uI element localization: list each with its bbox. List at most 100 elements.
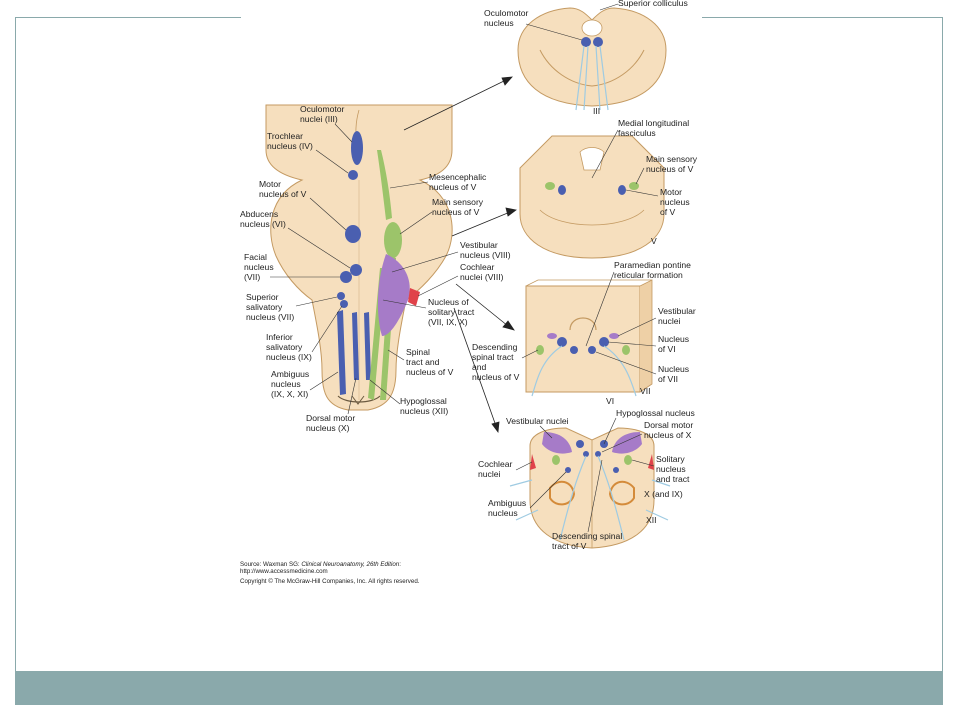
- label-sup-saliv-1: Superior: [246, 292, 279, 302]
- source-line1-prefix: Source: Waxman SG:: [240, 561, 301, 568]
- label-facial-2: nucleus: [244, 262, 274, 272]
- label-motor-v-1: Motor: [259, 179, 281, 189]
- sec-med-nerve-xii: XII: [646, 515, 657, 525]
- sec-pl-desc-4: nucleus of V: [472, 372, 520, 382]
- sec-mid-nerve: III: [593, 106, 600, 116]
- sec-med-solitary-1: Solitary: [656, 454, 685, 464]
- section-arrows: [403, 76, 517, 434]
- label-vestibular-1: Vestibular: [460, 240, 498, 250]
- sec-pl-nerve-vi: VI: [606, 396, 614, 406]
- label-main-sensory-1: Main sensory: [432, 197, 484, 207]
- label-ambiguus-1: Ambiguus: [271, 369, 309, 379]
- top-rule-right: [702, 17, 943, 18]
- label-mesencephalic-1: Mesencephalic: [429, 172, 487, 182]
- sec-med-ambiguus-2: nucleus: [488, 508, 518, 518]
- source-line2: http://www.accessmedicine.com: [240, 568, 328, 575]
- sec-pl-desc-1: Descending: [472, 342, 518, 352]
- label-facial-3: (VII): [244, 272, 260, 282]
- hypoglossal-column: [364, 312, 371, 380]
- label-trochlear-2: nucleus (IV): [267, 141, 313, 151]
- svg-text:Source: Waxman SG: Clinical Ne: Source: Waxman SG: Clinical Neuroanatomy…: [240, 561, 401, 568]
- sec-med-solitary-3: and tract: [656, 474, 690, 484]
- label-solitary-2: solitary tract: [428, 307, 475, 317]
- sec-pl-desc-3: and: [472, 362, 487, 372]
- label-inf-saliv-1: Inferior: [266, 332, 293, 342]
- label-solitary-1: Nucleus of: [428, 297, 469, 307]
- sec-med-cochlear-2: nuclei: [478, 469, 501, 479]
- source-credit: Source: Waxman SG: Clinical Neuroanatomy…: [240, 561, 420, 585]
- section-medulla: Vestibular nuclei Hypoglossal nucleus Do…: [478, 408, 695, 551]
- superior-salivatory-shape: [337, 292, 345, 300]
- sec-med-dorsal-motor-1: Dorsal motor: [644, 420, 693, 430]
- brainstem-dorsal-view: [265, 104, 453, 411]
- label-oculomotor-nuclei-2: nuclei (III): [300, 114, 338, 124]
- label-motor-v-2: nucleus of V: [259, 189, 307, 199]
- sec-pl-nucleus-vi-2: of VI: [658, 344, 676, 354]
- sec-pl-nucleus-vi-1: Nucleus: [658, 334, 689, 344]
- label-ambiguus-3: (IX, X, XI): [271, 389, 308, 399]
- sec-pl-desc-2: spinal tract: [472, 352, 514, 362]
- sec-pu-mlf-2: fasciculus: [618, 128, 656, 138]
- label-sup-saliv-3: nucleus (VII): [246, 312, 294, 322]
- label-dorsal-motor-1: Dorsal motor: [306, 413, 355, 423]
- dorsal-motor-column: [352, 312, 359, 380]
- facial-nucleus-shape: [340, 271, 352, 283]
- sec-mid-superior-colliculus: Superior colliculus: [618, 0, 688, 8]
- footer-band: [16, 671, 942, 704]
- label-sup-saliv-2: salivatory: [246, 302, 283, 312]
- label-cochlear-2: nuclei (VIII): [460, 272, 504, 282]
- top-rule-left: [15, 17, 241, 18]
- label-inf-saliv-3: nucleus (IX): [266, 352, 312, 362]
- sec-mid-oculomotor-1: Oculomotor: [484, 8, 529, 18]
- label-cochlear-1: Cochlear: [460, 262, 495, 272]
- slide-frame: [15, 17, 943, 705]
- label-vestibular-2: nucleus (VIII): [460, 250, 511, 260]
- sec-med-ambiguus-1: Ambiguus: [488, 498, 526, 508]
- sec-pu-nerve: V: [651, 236, 657, 246]
- oculomotor-nuclei-shape: [351, 131, 363, 165]
- label-inf-saliv-2: salivatory: [266, 342, 303, 352]
- label-solitary-3: (VII, IX, X): [428, 317, 468, 327]
- sec-med-nerve-x: X (and IX): [644, 489, 683, 499]
- label-hypoglossal-2: nucleus (XII): [400, 406, 448, 416]
- sec-pl-vestibular-2: nuclei: [658, 316, 681, 326]
- sec-pu-main-sensory-1: Main sensory: [646, 154, 698, 164]
- sec-med-solitary-2: nucleus: [656, 464, 686, 474]
- source-line1-title: Clinical Neuroanatomy, 26th Edition: [301, 561, 399, 568]
- label-main-sensory-2: nucleus of V: [432, 207, 480, 217]
- motor-nucleus-v-shape: [345, 225, 361, 243]
- sec-pl-nerve-vii: VII: [640, 386, 651, 396]
- sec-pl-nucleus-vii-2: of VII: [658, 374, 678, 384]
- sec-pl-pprf-1: Paramedian pontine: [614, 260, 691, 270]
- trochlear-nucleus-shape: [348, 170, 358, 180]
- sec-mid-oculomotor-2: nucleus: [484, 18, 514, 28]
- sec-pu-mlf-1: Medial longitudinal: [618, 118, 689, 128]
- label-abducens-2: nucleus (VI): [240, 219, 286, 229]
